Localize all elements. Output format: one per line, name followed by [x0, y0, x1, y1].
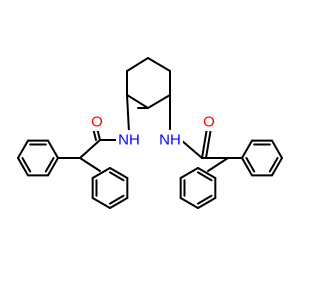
phenyl-right-lower-bond	[179, 167, 199, 179]
phenyl-left-upper-double-bond	[44, 157, 55, 173]
phenyl-left-lower-double-bond	[109, 194, 125, 205]
carbonyl-oxygen-right-label: O	[203, 114, 215, 131]
phenyl-left-upper-bond	[17, 157, 29, 177]
phenyl-left-upper-double-bond	[21, 157, 32, 173]
ring-to-nh-left-bond	[126, 94, 130, 133]
atom-o-left: O	[90, 113, 104, 131]
label-background	[116, 130, 142, 150]
ring-bond	[126, 94, 149, 109]
phenyl-right-upper-bond	[241, 157, 253, 177]
phenyl-right-lower-double-bond	[197, 194, 213, 205]
phenyl-right-lower-bond	[197, 197, 217, 209]
atom-n-left: NH	[116, 130, 142, 150]
nh-to-carbonyl-right-bond	[180, 139, 203, 159]
phenyl-right-upper-bond	[271, 157, 283, 177]
phenyl-right-lower-bond	[197, 167, 217, 179]
label-background	[157, 130, 183, 150]
label-background	[202, 113, 216, 131]
ring-bond	[147, 57, 171, 72]
phenyl-left-lower-double-bond	[109, 171, 125, 182]
phenyl-right-upper-bond	[241, 139, 253, 159]
ch-left-to-phenyl-lower-bond	[79, 157, 101, 172]
phenyl-right-lower-double-bond	[197, 171, 213, 182]
ch-right-to-phenyl-lower-bond	[207, 157, 229, 172]
phenyl-right-upper-double-bond	[245, 157, 256, 173]
phenyl-left-lower-bond	[109, 197, 129, 209]
molecule-drawing: NH O NH O	[17, 57, 283, 209]
amide-nh-left-label: NH	[118, 132, 140, 149]
bond-layer	[17, 57, 283, 209]
carbonyl-to-ch-left-bond	[79, 139, 101, 159]
amide-nh-right-label: NH	[159, 132, 181, 149]
atom-label-layer: NH O NH O	[90, 113, 216, 150]
ring-bond	[126, 57, 149, 72]
carbonyl-oxygen-left-label: O	[91, 114, 103, 131]
carbonyl-right-double-bond	[205, 127, 212, 159]
phenyl-left-upper-bond	[47, 139, 59, 159]
structure-canvas: NH O NH O	[17, 57, 283, 209]
atom-o-right: O	[202, 113, 216, 131]
phenyl-right-lower-bond	[179, 197, 199, 209]
carbonyl-right-single-bond	[201, 127, 208, 159]
phenyl-left-lower-bond	[91, 197, 111, 209]
phenyl-right-upper-bond	[271, 139, 283, 159]
phenyl-right-upper-double-bond	[268, 157, 279, 173]
phenyl-left-lower-bond	[109, 167, 129, 179]
atom-n-right: NH	[157, 130, 183, 150]
phenyl-left-upper-bond	[47, 157, 59, 177]
label-background	[90, 113, 104, 131]
ring-bond	[147, 94, 171, 109]
phenyl-left-lower-bond	[91, 167, 111, 179]
phenyl-left-upper-bond	[17, 139, 29, 159]
